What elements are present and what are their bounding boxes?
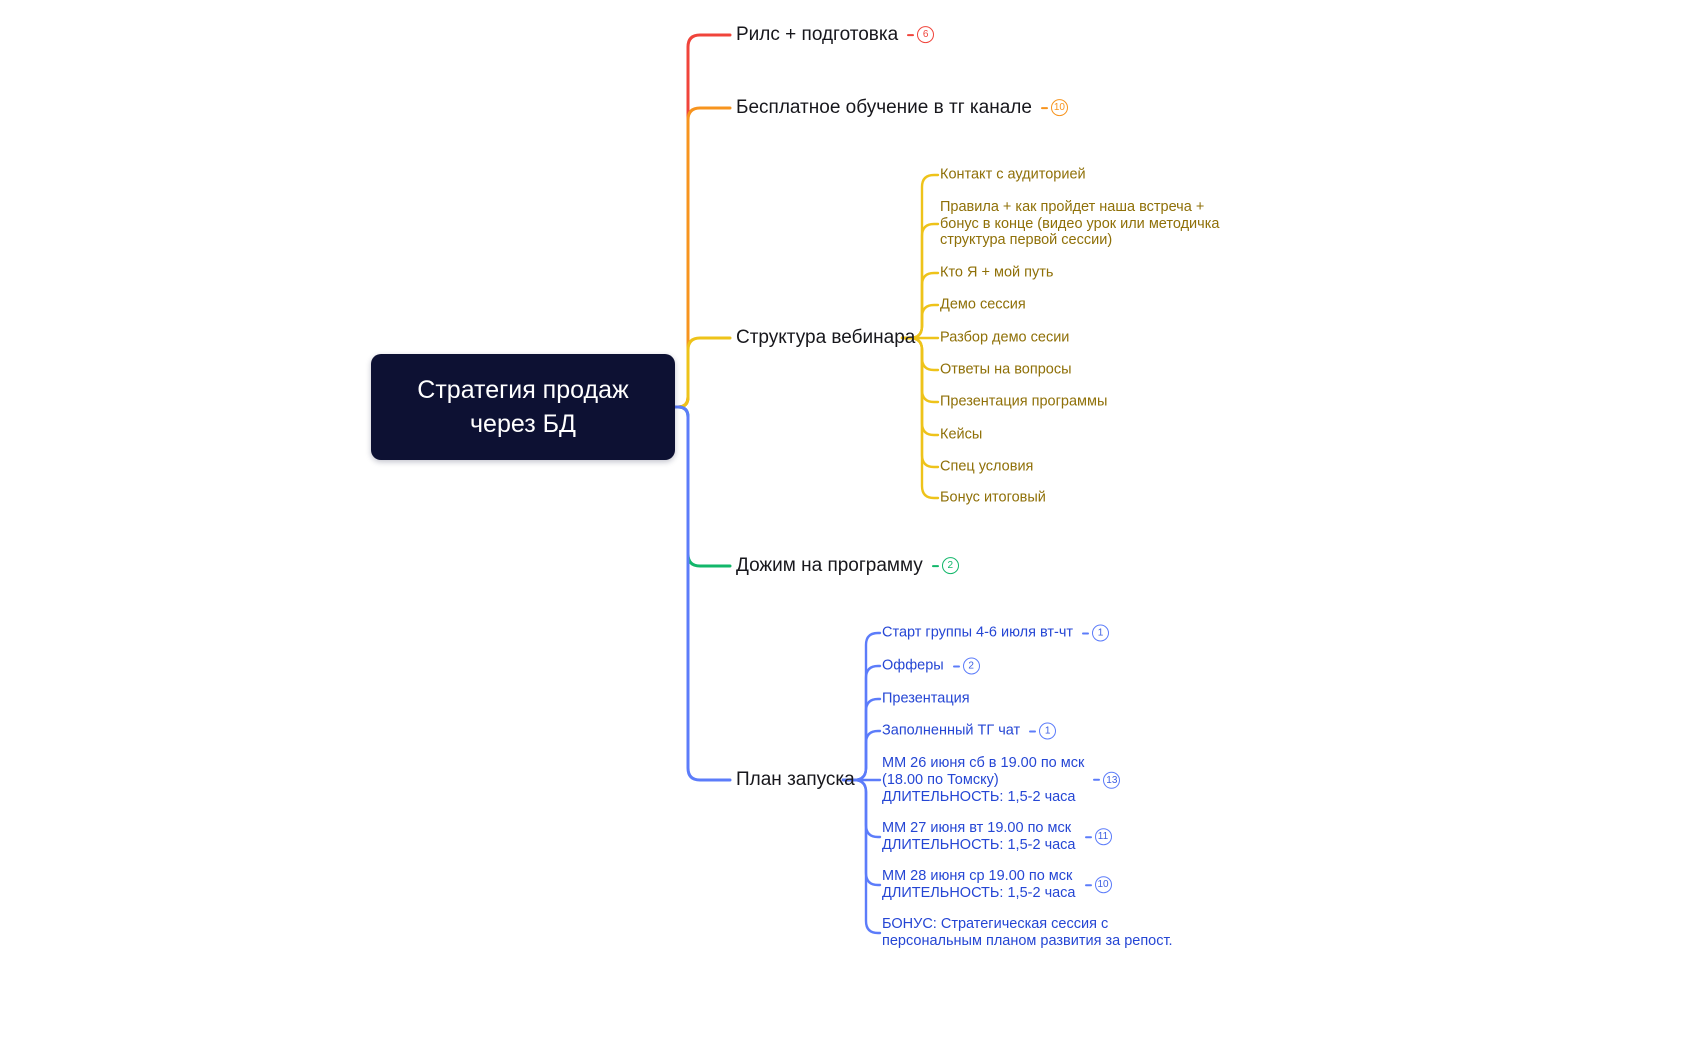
subtopic-label: Правила + как пройдет наша встреча + бон… xyxy=(940,198,1220,249)
launch-plan-item[interactable]: Заполненный ТГ чат 1 xyxy=(882,722,1057,740)
subtopic-label: ММ 26 июня сб в 19.00 по мск (18.00 по Т… xyxy=(882,754,1085,805)
topic-label: Бесплатное обучение в тг канале xyxy=(736,97,1032,119)
subtopic-label: ММ 28 июня ср 19.00 по мск ДЛИТЕЛЬНОСТЬ:… xyxy=(882,868,1076,901)
webinar-structure-item[interactable]: Кто Я + мой путь xyxy=(940,265,1053,282)
count-badge: 13 xyxy=(1093,771,1121,789)
launch-child-connector xyxy=(841,664,882,782)
subtopic-label: Офферы xyxy=(882,657,944,674)
central-topic[interactable]: Стратегия продаж через БД xyxy=(371,354,675,460)
launch-child-connector xyxy=(841,778,882,935)
badge-dash-icon xyxy=(931,565,939,567)
webinar-child-connector xyxy=(900,173,940,340)
main-topic-reels[interactable]: Рилс + подготовка 6 xyxy=(736,23,935,47)
webinar-child-connector xyxy=(900,336,940,500)
webinar-structure-item[interactable]: Демо сессия xyxy=(940,297,1026,314)
badge-dash-icon xyxy=(1084,836,1092,838)
badge-count: 13 xyxy=(1103,771,1121,789)
webinar-structure-item[interactable]: Правила + как пройдет наша встреча + бон… xyxy=(940,199,1219,249)
topic-label: Дожим на программу xyxy=(736,555,923,577)
branch-line-webinar-structure xyxy=(674,336,732,409)
main-topic-launch-plan[interactable]: План запуска xyxy=(736,768,855,792)
central-topic-label: Стратегия продаж через БД xyxy=(417,376,629,438)
badge-dash-icon xyxy=(907,34,915,36)
subtopic-label: Демо сессия xyxy=(940,296,1026,313)
count-badge: 2 xyxy=(931,557,959,575)
badge-count: 1 xyxy=(1092,624,1110,642)
subtopic-label: Кейсы xyxy=(940,426,983,443)
topic-label: Структура вебинара xyxy=(736,327,916,349)
webinar-structure-item[interactable]: Спец условия xyxy=(940,459,1033,476)
subtopic-label: Кто Я + мой путь xyxy=(940,264,1054,281)
webinar-structure-item[interactable]: Бонус итоговый xyxy=(940,490,1046,507)
branch-line-follow-up xyxy=(674,405,732,568)
webinar-child-connector xyxy=(900,222,940,340)
webinar-structure-item[interactable]: Ответы на вопросы xyxy=(940,362,1072,379)
badge-count: 10 xyxy=(1050,99,1068,117)
launch-plan-item[interactable]: ММ 26 июня сб в 19.00 по мск (18.00 по Т… xyxy=(882,754,1121,805)
badge-dash-icon xyxy=(952,665,960,667)
count-badge: 1 xyxy=(1029,722,1057,740)
subtopic-label: Презентация программы xyxy=(940,393,1108,410)
launch-plan-item[interactable]: ММ 28 июня ср 19.00 по мск ДЛИТЕЛЬНОСТЬ:… xyxy=(882,868,1112,902)
count-badge: 10 xyxy=(1084,876,1112,894)
badge-dash-icon xyxy=(1084,884,1092,886)
webinar-structure-item[interactable]: Контакт с аудиторией xyxy=(940,167,1086,184)
badge-count: 1 xyxy=(1039,722,1057,740)
badge-count: 2 xyxy=(962,657,980,675)
webinar-structure-item[interactable]: Разбор демо сесии xyxy=(940,330,1069,347)
subtopic-label: Презентация xyxy=(882,690,970,707)
main-topic-free-training[interactable]: Бесплатное обучение в тг канале 10 xyxy=(736,96,1068,120)
badge-dash-icon xyxy=(1040,107,1048,109)
subtopic-label: ММ 27 июня вт 19.00 по мск ДЛИТЕЛЬНОСТЬ:… xyxy=(882,820,1076,853)
badge-count: 6 xyxy=(917,26,935,44)
topic-label: План запуска xyxy=(736,769,855,791)
count-badge: 10 xyxy=(1040,99,1068,117)
badge-count: 2 xyxy=(941,557,959,575)
subtopic-label: Старт группы 4-6 июля вт-чт xyxy=(882,624,1074,641)
subtopic-label: Разбор демо сесии xyxy=(940,329,1070,346)
launch-plan-item[interactable]: ММ 27 июня вт 19.00 по мск ДЛИТЕЛЬНОСТЬ:… xyxy=(882,820,1112,854)
badge-count: 11 xyxy=(1094,828,1112,846)
branch-line-launch-plan xyxy=(674,405,732,782)
count-badge: 1 xyxy=(1082,624,1110,642)
launch-child-connector xyxy=(841,778,882,887)
subtopic-label: Спец условия xyxy=(940,458,1034,475)
branch-line-reels xyxy=(674,33,732,409)
subtopic-label: Контакт с аудиторией xyxy=(940,166,1086,183)
webinar-child-connector xyxy=(900,336,940,469)
launch-plan-item[interactable]: Презентация xyxy=(882,691,970,708)
webinar-structure-item[interactable]: Кейсы xyxy=(940,427,982,444)
count-badge: 6 xyxy=(907,26,935,44)
webinar-child-connector xyxy=(900,336,940,437)
count-badge: 2 xyxy=(952,657,980,675)
subtopic-label: Бонус итоговый xyxy=(940,489,1046,506)
subtopic-label: Ответы на вопросы xyxy=(940,361,1072,378)
launch-plan-item[interactable]: БОНУС: Стратегическая сессия с персональ… xyxy=(882,916,1173,950)
main-topic-webinar-structure[interactable]: Структура вебинара xyxy=(736,326,915,350)
subtopic-label: БОНУС: Стратегическая сессия с персональ… xyxy=(882,916,1173,949)
badge-dash-icon xyxy=(1093,779,1101,781)
launch-plan-item[interactable]: Старт группы 4-6 июля вт-чт 1 xyxy=(882,624,1110,642)
launch-plan-item[interactable]: Офферы 2 xyxy=(882,657,980,675)
badge-dash-icon xyxy=(1029,730,1037,732)
badge-dash-icon xyxy=(1082,632,1090,634)
topic-label: Рилс + подготовка xyxy=(736,24,899,46)
badge-count: 10 xyxy=(1094,876,1112,894)
count-badge: 11 xyxy=(1084,828,1112,846)
branch-line-free-training xyxy=(674,106,732,409)
subtopic-label: Заполненный ТГ чат xyxy=(882,722,1021,739)
webinar-structure-item[interactable]: Презентация программы xyxy=(940,394,1107,411)
launch-child-connector xyxy=(841,631,882,782)
main-topic-follow-up[interactable]: Дожим на программу 2 xyxy=(736,554,959,578)
